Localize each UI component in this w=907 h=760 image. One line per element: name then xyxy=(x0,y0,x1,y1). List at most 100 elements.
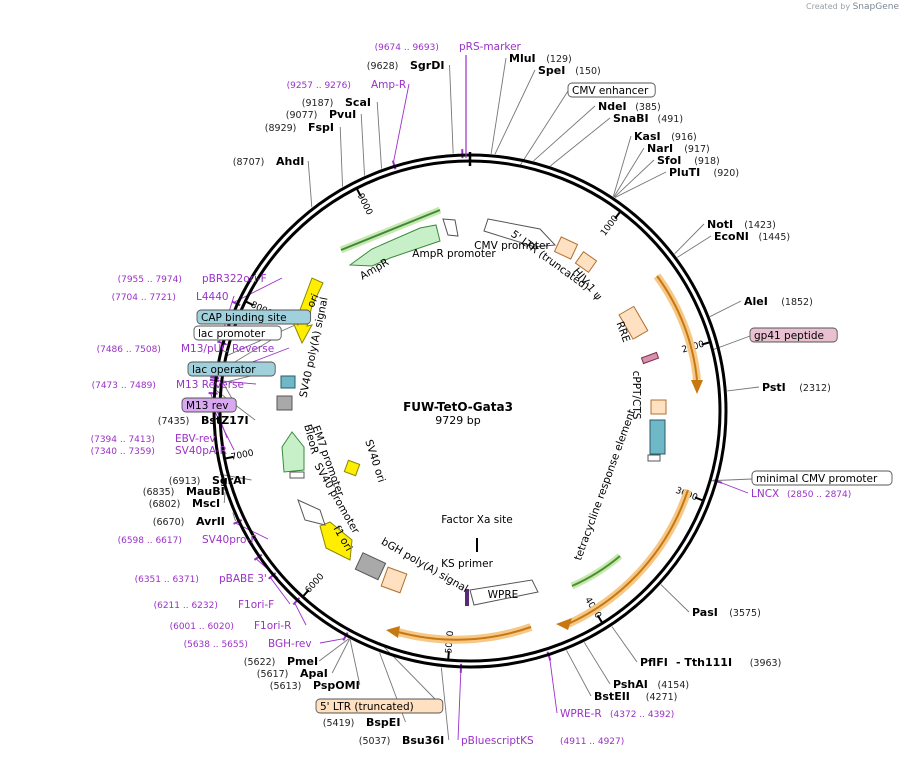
feature-box xyxy=(181,397,237,413)
site-name: PluTI xyxy=(669,166,700,179)
primer-range: (4911 .. 4927) xyxy=(560,737,624,747)
tick-2000 xyxy=(701,341,711,346)
site-line-NarI xyxy=(613,147,645,198)
site-position: (7435) xyxy=(158,416,190,427)
site-position: (8707) xyxy=(233,157,265,168)
site-name: - Tth111I xyxy=(676,656,732,669)
primer-range: (7486 .. 7508) xyxy=(97,345,161,355)
primer-range: (6351 .. 6371) xyxy=(135,575,199,585)
primer-line-LNCX xyxy=(719,481,749,494)
box-line xyxy=(519,90,569,167)
site-name: PasI xyxy=(692,606,718,619)
site-line-SfoI xyxy=(614,159,655,198)
grey-box-2 xyxy=(276,395,293,411)
primer-name: pBABE 3' xyxy=(219,573,267,585)
plasmid-center-label: FUW-TetO-Gata3 9729 bp xyxy=(403,400,513,427)
primer-line-M13 Reverse xyxy=(211,379,257,385)
site-name: PspOMI xyxy=(313,679,360,692)
snapgene-credit: Created by SnapGene xyxy=(806,2,899,12)
site-position: (1423) xyxy=(744,220,776,231)
site-position: (917) xyxy=(684,144,710,155)
feature-box xyxy=(187,361,276,377)
lac-operator-box xyxy=(280,375,296,389)
wpre-arrow xyxy=(469,579,539,606)
site-line-AvrII xyxy=(232,512,236,522)
primer-range: (7955 .. 7974) xyxy=(118,275,182,285)
site-name: PflFI xyxy=(640,656,668,669)
site-name: PshAI xyxy=(613,678,648,691)
site-line-KasI xyxy=(612,135,632,197)
primer-range: (6211 .. 6232) xyxy=(154,601,218,611)
primer-name: WPRE-R xyxy=(560,708,602,720)
site-name: BstZ17I xyxy=(201,414,249,427)
feature-label: ori xyxy=(305,292,322,309)
site-line-EcoNI xyxy=(677,235,712,258)
site-line-MluI xyxy=(490,57,507,154)
site-name: SfoI xyxy=(657,154,681,167)
site-line-ApaI xyxy=(331,638,350,674)
site-name: SgrAI xyxy=(212,474,246,487)
site-position: (150) xyxy=(575,66,601,77)
primer-range: (9257 .. 9276) xyxy=(287,81,351,91)
primer-range: (7340 .. 7359) xyxy=(91,447,155,457)
site-name: ApaI xyxy=(300,667,328,680)
feature-box-label: lac operator xyxy=(192,364,256,376)
site-position: (6835) xyxy=(143,487,175,498)
site-line-Bsu36I xyxy=(440,667,450,741)
site-line-PflFI xyxy=(611,626,638,663)
arrow-head-orange-3 xyxy=(386,626,400,638)
site-position: (4271) xyxy=(646,692,678,703)
ampr-arrow xyxy=(348,224,441,267)
cmv-promoter-arrow xyxy=(483,218,557,248)
primer-line-pBluescriptKS xyxy=(457,670,462,741)
site-position: (1852) xyxy=(781,297,813,308)
tick-1000 xyxy=(614,210,622,220)
primer-name: F1ori-R xyxy=(254,620,291,632)
site-line-AhdI xyxy=(307,160,313,208)
site-name: AhdI xyxy=(276,155,304,168)
primer-name: M13 Reverse xyxy=(176,379,244,391)
site-line-PstI xyxy=(727,386,760,392)
feature-label: AmpR promoter xyxy=(412,248,496,260)
site-position: (491) xyxy=(658,114,684,125)
tick-3000 xyxy=(694,496,704,502)
site-name: PmeI xyxy=(287,655,318,668)
feature-arrow-orange-3-core xyxy=(397,626,532,641)
site-name: NdeI xyxy=(598,100,627,113)
primer-range: (6001 .. 6020) xyxy=(170,622,234,632)
site-line-SpeI xyxy=(494,69,536,155)
site-name: AleI xyxy=(744,295,768,308)
site-line-ScaI xyxy=(376,101,382,169)
cppt-box xyxy=(650,399,667,415)
primer-name: pBluescriptKS xyxy=(461,735,534,747)
site-name: FspI xyxy=(308,121,334,134)
site-line-BstEII xyxy=(566,650,592,697)
tick-5000 xyxy=(447,650,450,661)
primer-name: M13/pUC Reverse xyxy=(181,343,274,355)
primer-range: (6598 .. 6617) xyxy=(118,536,182,546)
site-name: BstEII xyxy=(594,690,630,703)
bgh-box xyxy=(380,566,408,594)
site-line-SgrDI xyxy=(449,64,454,154)
site-position: (5617) xyxy=(257,669,289,680)
feature-box xyxy=(196,309,312,325)
snapgene-logo: SnapGene xyxy=(852,2,899,12)
site-name: ScaI xyxy=(345,96,371,109)
f1-ori-arrow xyxy=(319,521,353,561)
primer-range: (7394 .. 7413) xyxy=(91,435,155,445)
sv40-ori-box xyxy=(343,459,361,477)
site-line-PspOMI xyxy=(349,639,361,686)
site-position: (5622) xyxy=(244,657,276,668)
site-position: (3963) xyxy=(750,658,782,669)
feature-label: tetracycline response element xyxy=(572,408,638,562)
gp41-box xyxy=(640,351,660,365)
primer-range: (7704 .. 7721) xyxy=(112,293,176,303)
feature-label: WPRE xyxy=(488,589,519,601)
site-line-PshAI xyxy=(583,642,611,685)
site-name: MauBI xyxy=(186,485,225,498)
feature-box xyxy=(749,327,838,343)
site-position: (916) xyxy=(671,132,697,143)
credit-prefix: Created by xyxy=(806,2,851,11)
primer-range: (4372 .. 4392) xyxy=(610,710,674,720)
feature-box-label: M13 rev xyxy=(186,400,229,412)
